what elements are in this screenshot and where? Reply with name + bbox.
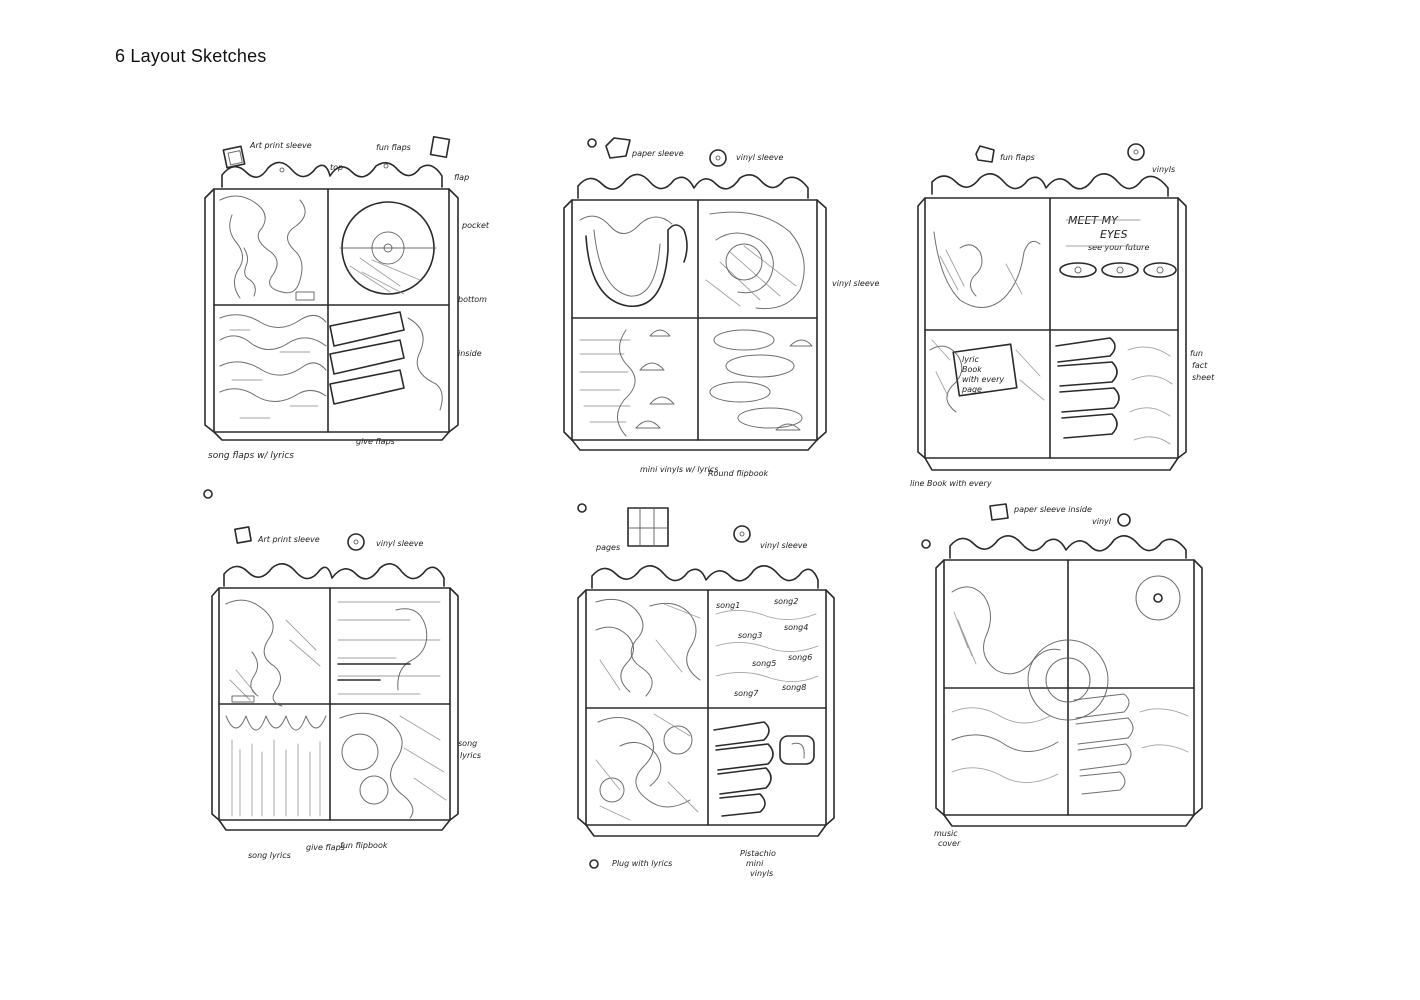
note-3-with-every: with every [962,375,1004,384]
note-3-fun-flaps: fun flaps [1000,153,1035,162]
note-4-song: song [458,739,477,748]
note-3-meet-my: MEET MY [1068,214,1119,227]
note-1-bottom: bottom [458,295,487,304]
sketch-2: paper sleeve vinyl sleeve vinyl sleev [563,137,879,478]
note-5-song3: song3 [738,631,762,640]
note-4-lyrics: lyrics [460,751,481,760]
note-5-mini: mini [746,859,764,868]
note-1-art-print-sleeve: Art print sleeve [249,141,312,150]
note-3-vinyls: vinyls [1152,165,1175,174]
page-title: 6 Layout Sketches [115,46,267,66]
note-3-page: page [961,385,982,394]
note-4-give-flaps: give flaps [306,843,345,852]
note-5-pistachio: Pistachio [740,849,776,858]
sketch-1: Art print sleeve fun flaps top flap pock… [204,135,490,461]
note-3-eyes: EYES [1100,228,1128,241]
note-5-song7: song7 [734,689,759,698]
note-5-song1: song1 [716,601,740,610]
note-5-song8: song8 [782,683,806,692]
note-2-vinyl-sleeve: vinyl sleeve [736,153,783,162]
note-5-song2: song2 [774,597,798,606]
note-1-inside: inside [458,349,482,358]
note-3-sheet: sheet [1192,373,1215,382]
note-6-paper-sleeve: paper sleeve inside [1013,505,1092,514]
note-2-mini-vinyls: mini vinyls w/ lyrics [640,465,718,474]
note-2-vinyl-sleeve-side: vinyl sleeve [832,279,879,288]
note-5-pages: pages [595,543,620,552]
sketch-4: Art print sleeve vinyl sleeve song lyric… [211,526,481,860]
marker-dot-1 [203,489,213,499]
note-6-vinyl: vinyl [1092,517,1112,526]
note-2-round-flipbook: Round flipbook [708,469,769,478]
note-1-flap: flap [454,173,469,182]
note-1-pocket: pocket [461,221,490,230]
note-5-song6: song6 [788,653,812,662]
note-4-song-lyrics: song lyrics [248,851,291,860]
note-3-book: Book [962,365,982,374]
note-5-vinyls: vinyls [750,869,773,878]
note-6-music: music [934,829,958,838]
note-1-give-flaps: give flaps [356,437,395,446]
note-5-song5: song5 [752,659,776,668]
note-5-vinyl-sleeve: vinyl sleeve [760,541,807,550]
note-4-vinyl-sleeve: vinyl sleeve [376,539,423,548]
note-3-fun: fun [1190,349,1203,358]
sketch-6: paper sleeve inside vinyl music cover [921,503,1203,848]
note-4-fun-flipbook: fun flipbook [340,841,388,850]
sketch-5: pages vinyl sleeve song1 song2 song3 son… [577,503,835,878]
note-4-art-print-sleeve: Art print sleeve [257,535,320,544]
note-3-lyric: lyric [962,355,979,364]
note-1-fun-flaps: fun flaps [376,143,411,152]
note-3-line-book: line Book with every [910,479,992,488]
note-3-see-your-future: see your future [1088,243,1149,252]
note-3-fact: fact [1192,361,1208,370]
note-5-song4: song4 [784,623,808,632]
note-1-top: top [330,163,343,172]
note-5-plug-with-lyrics: Plug with lyrics [612,859,672,868]
note-2-paper-sleeve: paper sleeve [631,149,684,158]
note-1-song-flaps: song flaps w/ lyrics [208,451,294,461]
sketch-3: fun flaps vinyls MEET MY EYES see your f… [910,143,1215,488]
note-6-cover: cover [938,839,961,848]
